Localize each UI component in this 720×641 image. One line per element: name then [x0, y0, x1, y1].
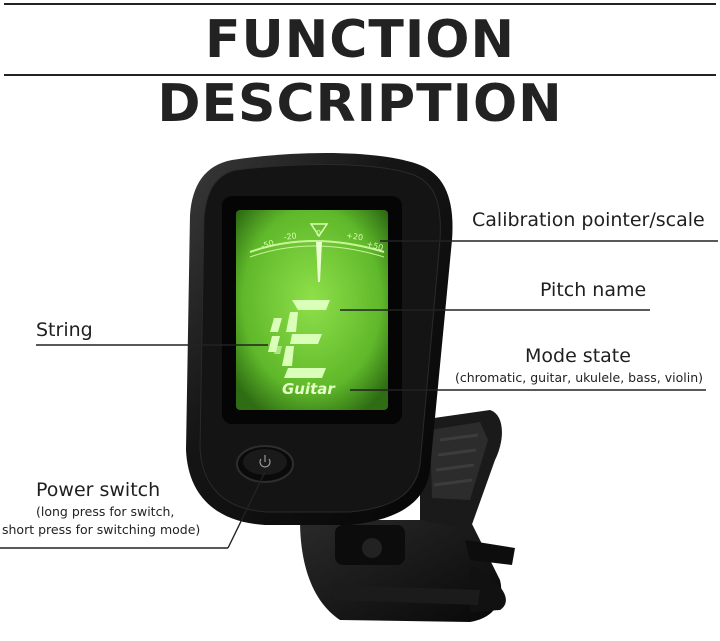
- power-detail-line2: short press for switching mode): [2, 522, 201, 537]
- lcd-contents: -50 -20 0 +20 +50 Guitar: [249, 223, 385, 398]
- pitch-display: [268, 300, 330, 378]
- callout-lines: [0, 240, 718, 549]
- power-label: Power switch: [36, 479, 161, 501]
- title-bar: FUNCTION DESCRIPTION: [0, 0, 720, 134]
- power-button[interactable]: [236, 445, 294, 483]
- pointer-needle: [316, 242, 322, 282]
- scale-tick-label: -20: [283, 231, 297, 242]
- scale-tick-label: +50: [365, 239, 384, 252]
- pitch-label: Pitch name: [540, 279, 647, 301]
- title-rule-top: [4, 3, 716, 5]
- title-rule-bottom: [4, 74, 716, 76]
- mode-label: Mode state: [525, 345, 631, 367]
- pointer-triangle-icon: [309, 223, 329, 238]
- scale-tick-label: +20: [346, 231, 364, 242]
- mode-text: Guitar: [282, 380, 336, 398]
- scale-tick-label: -50: [260, 238, 275, 251]
- power-icon: [259, 455, 271, 468]
- mode-detail: (chromatic, guitar, ukulele, bass, violi…: [455, 370, 703, 385]
- page-title: FUNCTION DESCRIPTION: [157, 10, 563, 134]
- power-leader-diagonal: [227, 471, 266, 549]
- string-label: String: [36, 319, 93, 341]
- clip-assembly: [300, 410, 515, 622]
- scale-tick-label: 0: [316, 229, 321, 238]
- calibration-label: Calibration pointer/scale: [472, 209, 705, 231]
- power-detail-line1: (long press for switch,: [36, 504, 175, 519]
